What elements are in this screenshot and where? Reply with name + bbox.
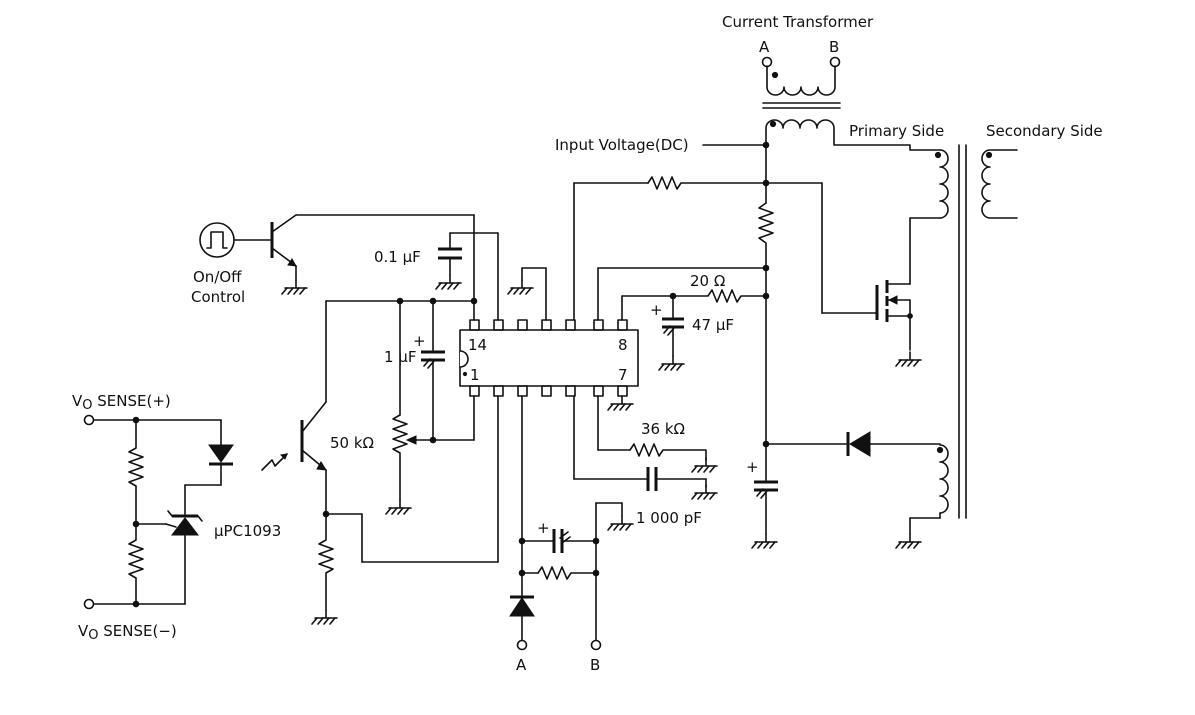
ct-terminal-a-label: A [759, 38, 770, 56]
pot-50k [392, 414, 408, 501]
controller-ic: 14 8 1 7 [459, 267, 639, 411]
upc1093-label: μPC1093 [214, 522, 281, 540]
current-transformer: Current Transformer A B [722, 13, 941, 151]
bottom-terminal-a [516, 639, 528, 651]
aux-diode [849, 431, 871, 457]
ct-dot-top [771, 71, 779, 79]
startup-resistor [758, 202, 774, 269]
sense-diode [509, 597, 535, 617]
aux-rectifier: + [746, 431, 941, 549]
vo-sense-neg-terminal [83, 598, 95, 610]
ct-terminal-b [829, 56, 841, 68]
current-sense: + 1 000 pF A B [509, 395, 702, 674]
primary-winding [939, 149, 949, 219]
ct-terminal-b-label: B [829, 38, 839, 56]
input-rail: Input Voltage(DC) [555, 136, 877, 445]
secondary-side-label: Secondary Side [986, 122, 1103, 140]
current-transformer-label: Current Transformer [722, 13, 874, 31]
pin-14-label: 14 [468, 336, 487, 354]
secondary-dot [985, 151, 993, 159]
aux-winding [939, 444, 949, 514]
pin-1-label: 1 [470, 366, 480, 384]
cap-0-1uf-label: 0.1 μF [374, 248, 421, 266]
cap-47uf-label: 47 μF [692, 316, 734, 334]
bottom-a-label: A [516, 656, 527, 674]
feedback-resistor-top [647, 176, 767, 190]
cap-0-1uf: 0.1 μF [374, 232, 499, 321]
primary-side-label: Primary Side [849, 122, 944, 140]
vo-sense-pos-label: VO SENSE(+) [72, 392, 171, 413]
cap-sense-plus: + [537, 519, 550, 537]
main-transformer: Primary Side Secondary Side [849, 122, 1103, 519]
onoff-label-line2: Control [191, 288, 245, 306]
opto-transistor [261, 395, 499, 625]
cap-1000pf-label: 1 000 pF [636, 509, 702, 527]
ct-terminal-a [761, 56, 773, 68]
timing-network: 36 kΩ [573, 395, 718, 500]
reference-network: 50 kΩ + 1 μF [325, 297, 478, 515]
aux-dot [936, 446, 944, 454]
vo-sense-pos-terminal [83, 414, 95, 426]
ct-secondary-winding [766, 65, 836, 96]
led-diode [208, 444, 234, 463]
vcc-filter: 20 Ω + 47 μF [621, 272, 767, 371]
pulse-icon [206, 231, 228, 249]
ct-dot-bottom [769, 120, 777, 128]
res-20ohm [672, 289, 767, 303]
onoff-control: On/Off Control [191, 214, 475, 321]
ct-primary-winding [765, 119, 941, 151]
pin-7-label: 7 [618, 366, 628, 384]
cap-1uf-plus: + [413, 332, 426, 350]
pin-8-label: 8 [618, 336, 628, 354]
input-voltage-label: Input Voltage(DC) [555, 136, 689, 154]
res-36k-label: 36 kΩ [641, 420, 685, 438]
vo-sense-neg-label: VO SENSE(−) [78, 622, 177, 643]
light-arrow-icon [261, 453, 288, 471]
pot-50k-label: 50 kΩ [330, 434, 374, 452]
vo-sense-network: VO SENSE(+) VO SENSE(−) μPC1093 [72, 392, 281, 643]
cap-1uf-label: 1 μF [384, 348, 416, 366]
primary-dot [934, 151, 942, 159]
cap-47uf-plus: + [650, 301, 663, 319]
power-mosfet [875, 217, 941, 367]
onoff-label-line1: On/Off [193, 268, 242, 286]
bottom-terminal-b [590, 639, 602, 651]
bottom-b-label: B [590, 656, 600, 674]
res-36k [629, 443, 707, 461]
cap-aux-plus: + [746, 458, 759, 476]
res-20ohm-label: 20 Ω [690, 272, 725, 290]
secondary-winding [981, 149, 1018, 219]
